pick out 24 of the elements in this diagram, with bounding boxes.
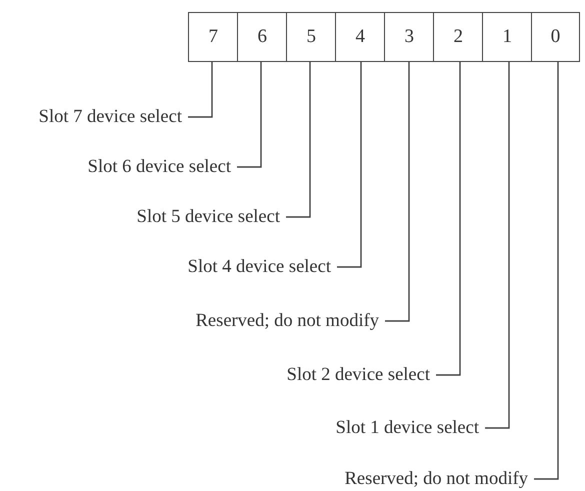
leader-line bbox=[385, 62, 410, 322]
leader-line bbox=[436, 62, 461, 376]
field-label: Slot 1 device select bbox=[336, 417, 479, 439]
bit-cell: 0 bbox=[531, 12, 580, 62]
field-label: Slot 2 device select bbox=[286, 364, 430, 386]
bit-cell: 3 bbox=[384, 12, 434, 62]
bit-cell: 2 bbox=[433, 12, 484, 62]
leader-line bbox=[337, 62, 362, 268]
leader-line bbox=[534, 62, 559, 480]
bit-cell: 6 bbox=[237, 12, 288, 62]
leader-line bbox=[237, 62, 262, 168]
leader-line bbox=[485, 62, 510, 429]
field-label: Reserved; do not modify bbox=[344, 468, 528, 490]
bit-cell: 5 bbox=[286, 12, 336, 62]
field-label: Slot 6 device select bbox=[88, 156, 231, 178]
bit-cell: 1 bbox=[482, 12, 532, 62]
bit-cell: 4 bbox=[335, 12, 386, 62]
field-label: Slot 4 device select bbox=[188, 256, 331, 278]
bit-cell: 7 bbox=[188, 12, 238, 62]
leader-line bbox=[286, 62, 311, 218]
field-label: Reserved; do not modify bbox=[196, 310, 379, 332]
leader-line bbox=[188, 62, 213, 118]
field-label: Slot 5 device select bbox=[136, 206, 280, 228]
field-label: Slot 7 device select bbox=[38, 106, 182, 128]
